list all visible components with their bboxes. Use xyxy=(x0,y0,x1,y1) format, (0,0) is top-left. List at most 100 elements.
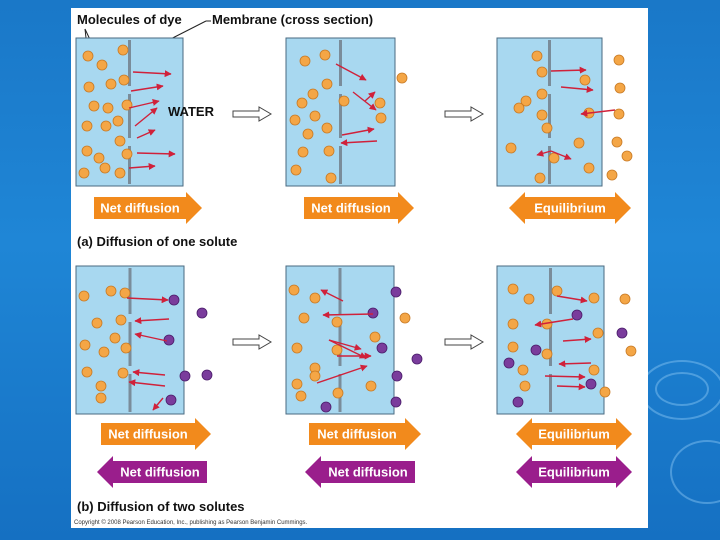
equilibrium-arrow-label: Equilibrium xyxy=(538,427,610,442)
orange-dye-molecule xyxy=(295,390,307,402)
molecule-movement-arrow xyxy=(128,99,160,109)
orange-dye-molecule xyxy=(332,387,344,399)
orange-dye-molecule xyxy=(309,370,321,382)
orange-dye-molecule xyxy=(541,122,553,134)
orange-dye-molecule xyxy=(319,49,331,61)
equilibrium-arrow-purple-label: Equilibrium xyxy=(538,465,610,480)
molecule-movement-arrow xyxy=(316,364,368,384)
orange-dye-molecule xyxy=(534,172,546,184)
net-diffusion-arrow-label: Net diffusion xyxy=(317,427,396,442)
orange-dye-molecule xyxy=(78,167,90,179)
orange-dye-molecule xyxy=(321,122,333,134)
process-step-arrow xyxy=(444,334,484,350)
molecule-movement-arrow xyxy=(340,139,378,147)
purple-dye-molecule xyxy=(165,394,177,406)
orange-dye-molecule xyxy=(583,162,595,174)
molecule-movement-arrow xyxy=(335,63,367,81)
purple-dye-molecule xyxy=(585,378,597,390)
orange-dye-molecule xyxy=(78,290,90,302)
purple-dye-molecule xyxy=(390,396,402,408)
net-diffusion-arrow-shape xyxy=(101,418,211,450)
orange-dye-molecule xyxy=(100,120,112,132)
molecule-movement-arrow xyxy=(128,162,156,170)
orange-dye-molecule xyxy=(296,97,308,109)
orange-dye-molecule xyxy=(517,364,529,376)
orange-dye-molecule xyxy=(513,102,525,114)
ripple-decoration xyxy=(670,440,720,504)
orange-dye-molecule xyxy=(536,109,548,121)
net-diffusion-arrow-shape xyxy=(309,418,421,450)
net-diffusion-arrow-purple-label: Net diffusion xyxy=(328,465,407,480)
molecule-movement-arrow xyxy=(328,339,362,351)
molecule-movement-arrow xyxy=(128,379,166,387)
orange-dye-molecule xyxy=(88,100,100,112)
molecule-movement-arrow xyxy=(556,383,586,391)
molecule-movement-arrow xyxy=(320,289,344,302)
orange-dye-molecule xyxy=(119,287,131,299)
orange-dye-molecule xyxy=(519,380,531,392)
orange-dye-molecule xyxy=(302,128,314,140)
molecule-movement-arrow xyxy=(136,129,156,139)
orange-dye-molecule xyxy=(531,50,543,62)
purple-dye-molecule xyxy=(390,286,402,298)
orange-dye-molecule xyxy=(288,284,300,296)
purple-dye-molecule xyxy=(391,370,403,382)
orange-dye-molecule xyxy=(599,386,611,398)
orange-dye-molecule xyxy=(579,74,591,86)
orange-dye-molecule xyxy=(121,148,133,160)
orange-dye-molecule xyxy=(105,78,117,90)
orange-dye-molecule xyxy=(375,112,387,124)
molecule-movement-arrow xyxy=(322,311,374,319)
orange-dye-molecule xyxy=(291,378,303,390)
purple-dye-molecule xyxy=(503,357,515,369)
purple-dye-molecule xyxy=(168,294,180,306)
orange-dye-molecule xyxy=(619,293,631,305)
orange-dye-molecule xyxy=(117,44,129,56)
orange-dye-molecule xyxy=(298,312,310,324)
orange-dye-molecule xyxy=(548,152,560,164)
orange-dye-molecule xyxy=(93,152,105,164)
orange-dye-molecule xyxy=(614,82,626,94)
diffusion-diagram: Molecules of dye Membrane (cross section… xyxy=(74,12,637,526)
molecule-movement-arrow xyxy=(152,397,164,411)
orange-dye-molecule xyxy=(81,120,93,132)
orange-dye-molecule xyxy=(81,145,93,157)
orange-dye-molecule xyxy=(536,88,548,100)
orange-dye-molecule xyxy=(98,346,110,358)
orange-dye-molecule xyxy=(105,285,117,297)
orange-dye-molecule xyxy=(621,150,633,162)
net-diffusion-arrow-purple-label: Net diffusion xyxy=(120,465,199,480)
orange-dye-molecule xyxy=(121,99,133,111)
molecule-movement-arrow xyxy=(132,70,172,78)
molecule-movement-arrow xyxy=(550,150,572,160)
orange-dye-molecule xyxy=(323,145,335,157)
orange-dye-molecule xyxy=(588,292,600,304)
orange-dye-molecule xyxy=(369,331,381,343)
orange-dye-molecule xyxy=(309,110,321,122)
part-a-caption: (a) Diffusion of one solute xyxy=(77,234,237,249)
orange-dye-molecule xyxy=(115,314,127,326)
equilibrium-arrow-shape xyxy=(516,418,632,450)
orange-dye-molecule xyxy=(541,348,553,360)
purple-dye-molecule xyxy=(179,370,191,382)
orange-dye-molecule xyxy=(95,392,107,404)
orange-dye-molecule xyxy=(299,55,311,67)
purple-dye-molecule xyxy=(571,309,583,321)
orange-dye-molecule xyxy=(291,342,303,354)
orange-dye-molecule xyxy=(611,136,623,148)
process-step-arrow xyxy=(232,106,272,122)
orange-dye-molecule xyxy=(290,164,302,176)
orange-dye-molecule xyxy=(102,102,114,114)
orange-dye-molecule xyxy=(321,78,333,90)
molecule-movement-arrow xyxy=(556,295,588,304)
orange-dye-molecule xyxy=(523,293,535,305)
purple-dye-molecule xyxy=(616,327,628,339)
molecule-movement-arrow xyxy=(352,91,377,111)
water-label: WATER xyxy=(168,104,215,119)
orange-dye-molecule xyxy=(507,283,519,295)
orange-dye-molecule xyxy=(331,316,343,328)
net-diffusion-arrow-label: Net diffusion xyxy=(311,201,390,216)
orange-dye-molecule xyxy=(331,344,343,356)
orange-dye-molecule xyxy=(289,114,301,126)
orange-dye-molecule xyxy=(588,364,600,376)
